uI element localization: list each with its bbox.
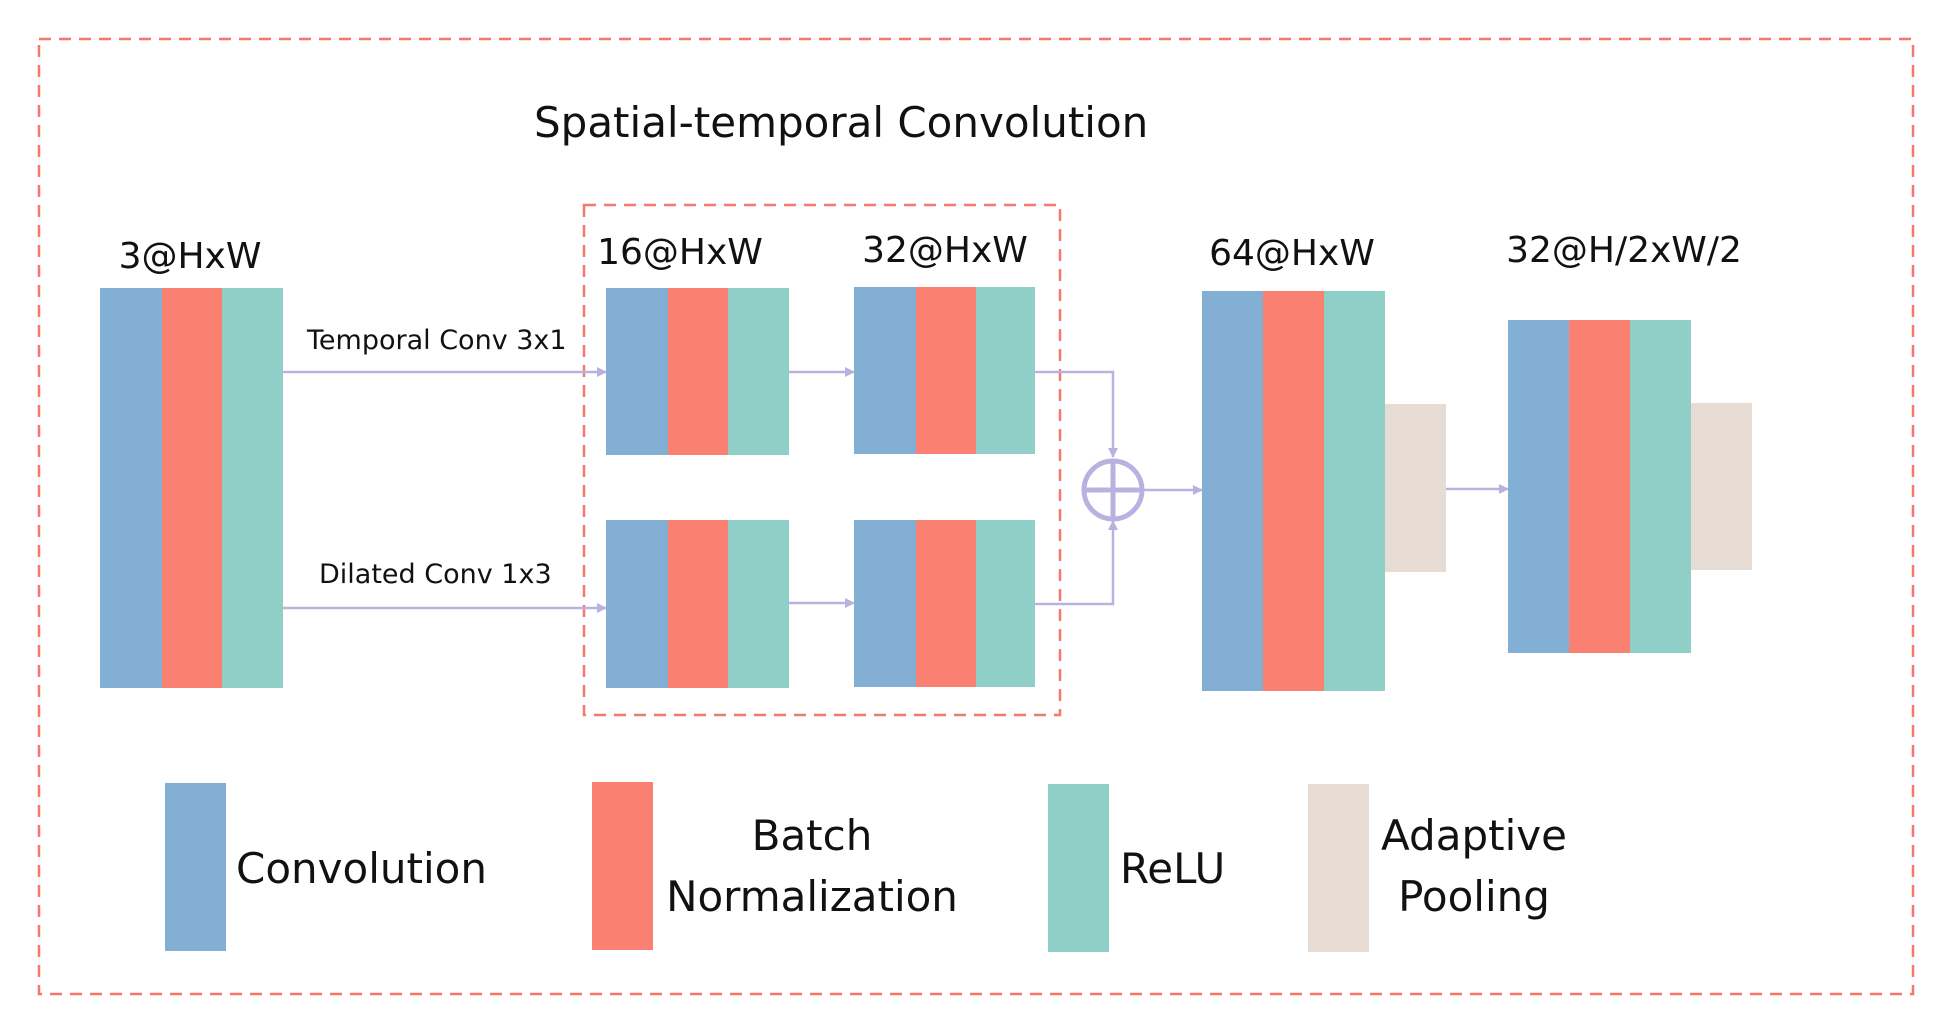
- convolution-layer: [1202, 291, 1263, 691]
- batch-norm-layer: [1263, 291, 1324, 691]
- convolution-layer: [1508, 320, 1569, 653]
- stage1-dim-label: 16@HxW: [597, 232, 763, 273]
- batch-norm-layer: [916, 287, 976, 454]
- convolution-layer: [854, 520, 916, 687]
- input-dim-label: 3@HxW: [119, 236, 262, 277]
- legend-adaptive-pooling-swatch: [1308, 784, 1369, 952]
- legend-adaptive-pooling-label-line2: Pooling: [1398, 872, 1550, 921]
- connections: [283, 367, 1509, 613]
- relu-layer: [222, 288, 283, 688]
- adaptive-pooling-layer: [1385, 404, 1446, 572]
- batch-norm-layer: [916, 520, 976, 687]
- relu-layer: [976, 287, 1035, 454]
- legend-batch-norm-label-line2: Normalization: [666, 872, 958, 921]
- bottom-branch-stage1-block: [606, 520, 789, 688]
- relu-layer: [728, 520, 789, 688]
- relu-layer: [976, 520, 1035, 687]
- batch-norm-layer: [668, 288, 728, 455]
- convolution-layer: [100, 288, 162, 688]
- relu-layer: [1324, 291, 1385, 691]
- bottom-merge-arrow: [1035, 520, 1118, 606]
- batch-norm-layer: [1569, 320, 1630, 653]
- legend-relu-swatch: [1048, 784, 1109, 952]
- dilated-conv-label: Dilated Conv 1x3: [319, 559, 552, 590]
- legend-adaptive-pooling-label-line1: Adaptive: [1381, 811, 1567, 860]
- legend-relu-label: ReLU: [1120, 844, 1225, 893]
- top-merge-arrow: [1035, 370, 1118, 458]
- bottom-branch-stage2-block: [854, 520, 1035, 687]
- legend-batch-norm-label-line1: Batch: [752, 811, 873, 860]
- convolution-layer: [606, 520, 668, 688]
- merged-dim-label: 64@HxW: [1209, 233, 1375, 274]
- relu-layer: [728, 288, 789, 455]
- top-branch-stage2-block: [854, 287, 1035, 454]
- adaptive-pooling-layer: [1691, 403, 1752, 570]
- stage2-dim-label: 32@HxW: [862, 230, 1028, 271]
- legend: Convolution Batch Normalization ReLU Ada…: [165, 782, 1567, 952]
- input-block: [100, 288, 283, 688]
- branch-dashed-frame: [582, 203, 1062, 717]
- legend-convolution-swatch: [165, 783, 226, 951]
- legend-batch-norm-swatch: [592, 782, 653, 950]
- output-dim-label: 32@H/2xW/2: [1506, 230, 1742, 271]
- temporal-conv-label: Temporal Conv 3x1: [306, 325, 567, 356]
- convolution-layer: [854, 287, 916, 454]
- legend-convolution-label: Convolution: [236, 844, 487, 893]
- top-branch-stage1-block: [606, 288, 789, 455]
- circle-plus-icon: [1081, 458, 1145, 522]
- batch-norm-layer: [162, 288, 222, 688]
- outer-dashed-frame: [37, 37, 1915, 996]
- relu-layer: [1630, 320, 1691, 653]
- batch-norm-layer: [668, 520, 728, 688]
- merged-block: [1202, 291, 1446, 691]
- diagram-title: Spatial-temporal Convolution: [534, 98, 1148, 147]
- convolution-layer: [606, 288, 668, 455]
- output-block: [1508, 320, 1752, 653]
